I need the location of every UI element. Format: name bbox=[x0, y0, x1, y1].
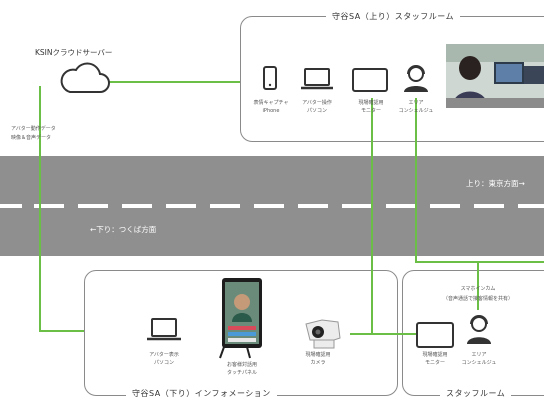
lane-dash bbox=[254, 204, 284, 208]
lane-dash bbox=[166, 204, 196, 208]
upbound-direction-label: 上り：東京方面→ bbox=[466, 179, 525, 188]
monitor-icon bbox=[352, 68, 388, 92]
smartphone-icon bbox=[263, 66, 277, 90]
camera-icon bbox=[305, 319, 341, 349]
lane-dash bbox=[34, 204, 64, 208]
lane-dash bbox=[342, 204, 372, 208]
staff-concierge-label-1: エリア bbox=[471, 352, 487, 358]
lower-information-title: 守谷SA（下り）インフォメーション bbox=[126, 388, 277, 399]
staff-monitor-icon bbox=[416, 322, 454, 348]
upper-concierge-label-2: コンシェルジュ bbox=[398, 108, 434, 114]
lane-dash bbox=[430, 204, 460, 208]
touch-panel-icon bbox=[219, 278, 262, 359]
connector-concierge-intercom bbox=[415, 98, 544, 263]
lane-dash bbox=[122, 204, 152, 208]
avatar-laptop-label-1: アバター表示 bbox=[149, 352, 179, 358]
camera-label-1: 現場確認用 bbox=[305, 352, 331, 358]
lane-dash bbox=[474, 204, 504, 208]
laptop-icon bbox=[301, 68, 333, 90]
downbound-direction-label: ←下り：つくば方面 bbox=[90, 225, 157, 234]
connector-cloud-lower bbox=[39, 86, 84, 332]
laptop-label-2: パソコン bbox=[306, 108, 327, 114]
lane-dash bbox=[298, 204, 328, 208]
camera-label-2: カメラ bbox=[310, 360, 326, 366]
headset-operator-icon bbox=[404, 65, 428, 92]
smartphone-label-1: 表情キャプチャ bbox=[253, 100, 289, 106]
lane-dash bbox=[210, 204, 240, 208]
cloud-icon bbox=[60, 62, 110, 93]
intercom-label-2: （音声通話で接客情報を共有） bbox=[442, 296, 513, 302]
staff-monitor-label-1: 現場確認用 bbox=[422, 352, 448, 358]
lane-dash bbox=[386, 204, 416, 208]
upper-monitor-label-1: 現場確認用 bbox=[358, 100, 384, 106]
upper-staff-room-title: 守谷SA（上り）スタッフルーム bbox=[326, 11, 460, 22]
intercom-label-1: スマホインカム bbox=[460, 286, 496, 292]
touch-panel-label-2: タッチパネル bbox=[226, 370, 257, 376]
cloud-data-label-2: 映像＆音声データ bbox=[11, 135, 52, 141]
staff-room-photo bbox=[446, 44, 544, 108]
smartphone-label-2: iPhone bbox=[262, 108, 280, 114]
lane-dash bbox=[78, 204, 108, 208]
staff-room-title: スタッフルーム bbox=[440, 388, 512, 399]
avatar-display-laptop-icon bbox=[147, 318, 181, 341]
lane-dash bbox=[0, 204, 22, 208]
upper-concierge-label-1: エリア bbox=[408, 100, 424, 106]
avatar-laptop-label-2: パソコン bbox=[153, 360, 174, 366]
staff-concierge-icon bbox=[467, 315, 491, 344]
cloud-data-label-1: アバター動作データ bbox=[11, 126, 56, 132]
cloud-server-label: KSINクラウドサーバー bbox=[35, 48, 113, 57]
staff-concierge-label-2: コンシェルジュ bbox=[461, 360, 497, 366]
upper-monitor-label-2: モニター bbox=[360, 108, 381, 114]
staff-monitor-label-2: モニター bbox=[424, 360, 445, 366]
connector-monitor-camera bbox=[350, 98, 373, 335]
touch-panel-label-1: お客様対話用 bbox=[226, 362, 257, 368]
laptop-label-1: アバター操作 bbox=[302, 100, 332, 106]
lane-dash bbox=[518, 204, 544, 208]
